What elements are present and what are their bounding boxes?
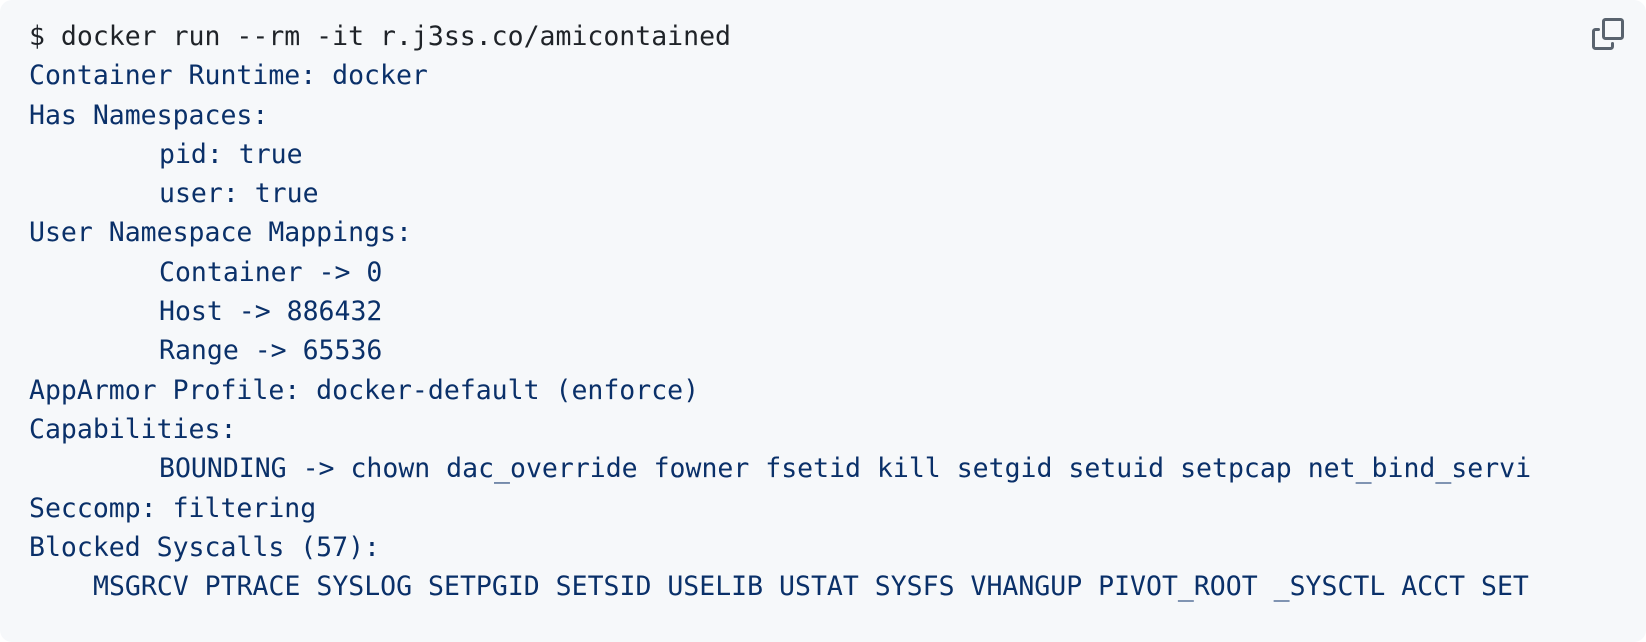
container-runtime-line: Container Runtime: docker: [29, 60, 428, 92]
command-line: $ docker run --rm -it r.j3ss.co/amiconta…: [29, 21, 731, 52]
seccomp-line: Seccomp: filtering: [29, 492, 317, 524]
has-namespaces-line: Has Namespaces:: [29, 99, 269, 131]
copy-icon: [1592, 18, 1624, 50]
capabilities-line: Capabilities:: [29, 413, 237, 445]
bounding-capabilities-line: BOUNDING -> chown dac_override fowner fs…: [159, 453, 1532, 485]
apparmor-line: AppArmor Profile: docker-default (enforc…: [29, 374, 700, 406]
mapping-host-line: Host -> 886432: [159, 296, 383, 328]
mapping-container-line: Container -> 0: [159, 256, 383, 288]
namespace-user-line: user: true: [159, 178, 319, 210]
namespace-pid-line: pid: true: [159, 138, 303, 170]
mapping-range-line: Range -> 65536: [159, 335, 383, 367]
syscalls-list-line: MSGRCV PTRACE SYSLOG SETPGID SETSID USEL…: [93, 571, 1529, 603]
copy-button[interactable]: [1590, 16, 1626, 52]
terminal-output[interactable]: $ docker run --rm -it r.j3ss.co/amiconta…: [29, 17, 1531, 606]
blocked-syscalls-line: Blocked Syscalls (57):: [29, 531, 380, 563]
user-namespace-mappings-line: User Namespace Mappings:: [29, 217, 412, 249]
